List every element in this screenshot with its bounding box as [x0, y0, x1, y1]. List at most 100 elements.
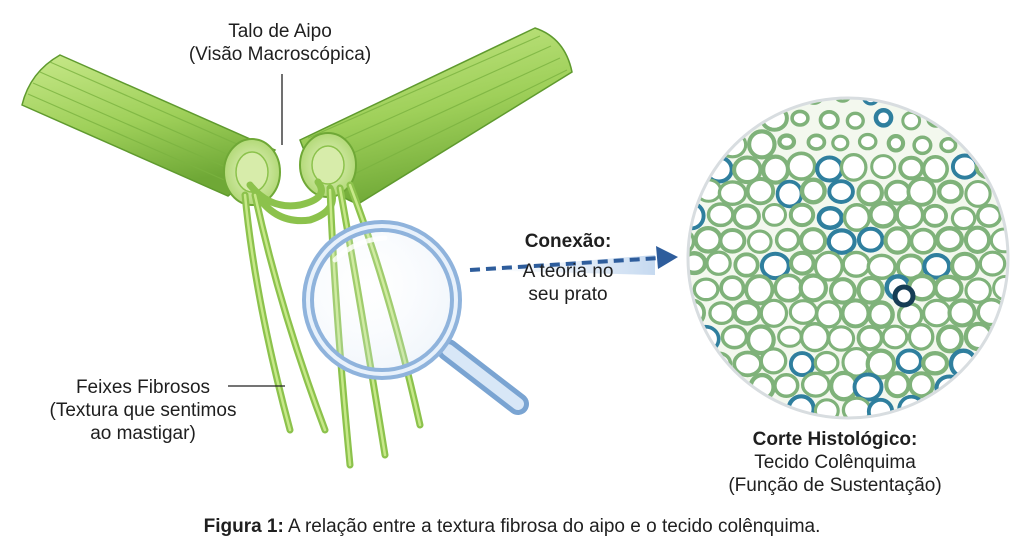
- plant-cell: [865, 348, 897, 380]
- plant-cell: [831, 134, 850, 152]
- plant-cell: [906, 176, 937, 207]
- plant-cell: [759, 298, 789, 328]
- label-fibrous-bundles-line2: (Textura que sentimos: [49, 400, 237, 421]
- plant-cell: [813, 350, 840, 375]
- label-histological-title: Corte Histológico:: [752, 429, 918, 450]
- plant-cell: [908, 371, 935, 399]
- plant-cell: [883, 226, 912, 255]
- plant-cell: [868, 200, 898, 229]
- plant-cell: [693, 225, 723, 254]
- dashed-arrow-icon: [469, 246, 678, 275]
- plant-cell: [866, 253, 897, 280]
- plant-cell: [773, 273, 804, 303]
- plant-cell: [857, 132, 878, 151]
- plant-cell: [790, 109, 810, 127]
- plant-cell: [788, 351, 816, 378]
- label-connection-title: Conexão:: [524, 231, 612, 252]
- plant-cell: [826, 228, 857, 255]
- plant-cell: [706, 202, 735, 228]
- plant-cell: [720, 324, 749, 350]
- label-histological-line1: Tecido Colênquima: [754, 452, 916, 473]
- plant-cell: [842, 202, 872, 233]
- figure-caption: Figura 1: A relação entre a textura fibr…: [0, 515, 1024, 539]
- plant-cell: [922, 203, 949, 228]
- plant-cell: [688, 251, 708, 276]
- figure-caption-text: A relação entre a textura fibrosa do aip…: [283, 516, 821, 537]
- plant-cell: [798, 227, 828, 255]
- plant-cell: [937, 179, 964, 204]
- leader-lines: [228, 74, 285, 387]
- plant-cell: [719, 275, 746, 301]
- label-fibrous-bundles: Feixes Fibrosos (Textura que sentimos ao…: [30, 376, 256, 445]
- plant-cell: [759, 251, 791, 281]
- plant-cell: [921, 351, 950, 376]
- plant-cell: [852, 372, 884, 402]
- label-connection-line1: A teoria no: [522, 261, 614, 282]
- label-connection: Conexão: A teoria no seu prato: [498, 230, 638, 306]
- plant-cell: [881, 324, 909, 350]
- label-celery-stalk-title: Talo de Aipo: [228, 21, 332, 42]
- plant-cell: [895, 200, 925, 230]
- plant-cell: [856, 324, 884, 351]
- plant-cell: [870, 154, 897, 180]
- plant-cell: [788, 202, 816, 228]
- plant-cell: [828, 277, 857, 305]
- plant-cell: [815, 155, 844, 183]
- plant-cell: [949, 251, 980, 281]
- celery-stalk-left-icon: [21, 54, 281, 206]
- plant-cell: [759, 104, 789, 132]
- plant-cell: [777, 325, 803, 348]
- plant-cell: [775, 179, 804, 209]
- label-histological-line2: (Função de Sustentação): [728, 475, 942, 496]
- magnifying-glass-icon: [302, 220, 529, 415]
- plant-cell: [799, 177, 827, 205]
- plant-cell: [856, 226, 885, 253]
- plant-cell: [774, 227, 801, 252]
- plant-cell: [921, 154, 950, 183]
- plant-cell: [705, 250, 732, 276]
- plant-cell: [798, 273, 829, 303]
- plant-cell: [688, 227, 696, 256]
- plant-cell: [827, 325, 856, 352]
- plant-cell: [718, 228, 747, 254]
- plant-cell: [732, 350, 763, 378]
- plant-cell: [788, 299, 819, 325]
- label-histological-section: Corte Histológico: Tecido Colênquima (Fu…: [700, 428, 970, 497]
- plant-cell: [800, 371, 831, 398]
- plant-cell: [939, 137, 958, 154]
- plant-cell: [799, 322, 831, 353]
- plant-cell: [935, 324, 964, 354]
- plant-cell: [873, 107, 894, 128]
- microscope-cell-circle-icon: [686, 96, 1010, 420]
- plant-cell: [884, 371, 911, 399]
- plant-cell: [964, 179, 992, 208]
- plant-cell: [833, 98, 853, 103]
- plant-cell: [732, 299, 762, 326]
- plant-cell: [909, 227, 938, 255]
- plant-cell: [818, 110, 840, 130]
- plant-cell: [773, 372, 800, 399]
- plant-cell: [759, 347, 788, 375]
- plant-cell: [732, 203, 761, 230]
- label-connection-line2: seu prato: [528, 284, 608, 305]
- plant-cell: [746, 129, 777, 160]
- label-fibrous-bundles-title: Feixes Fibrosos: [75, 377, 211, 398]
- stained-cell: [892, 284, 916, 308]
- label-fibrous-bundles-line3: ao mastigar): [90, 423, 196, 444]
- plant-cell: [816, 206, 844, 230]
- plant-cell: [717, 180, 748, 207]
- plant-cell: [921, 298, 952, 328]
- plant-cell: [806, 133, 827, 151]
- plant-cell: [898, 155, 925, 181]
- plant-cell: [732, 155, 763, 185]
- plant-cell: [856, 179, 884, 207]
- plant-cell: [815, 300, 843, 329]
- plant-cell: [948, 348, 978, 379]
- plant-cell: [733, 252, 760, 278]
- plant-cell: [827, 179, 855, 204]
- plant-cell: [933, 274, 964, 302]
- plant-cell: [746, 324, 776, 356]
- plant-cell: [886, 134, 906, 153]
- plant-cell: [912, 135, 933, 156]
